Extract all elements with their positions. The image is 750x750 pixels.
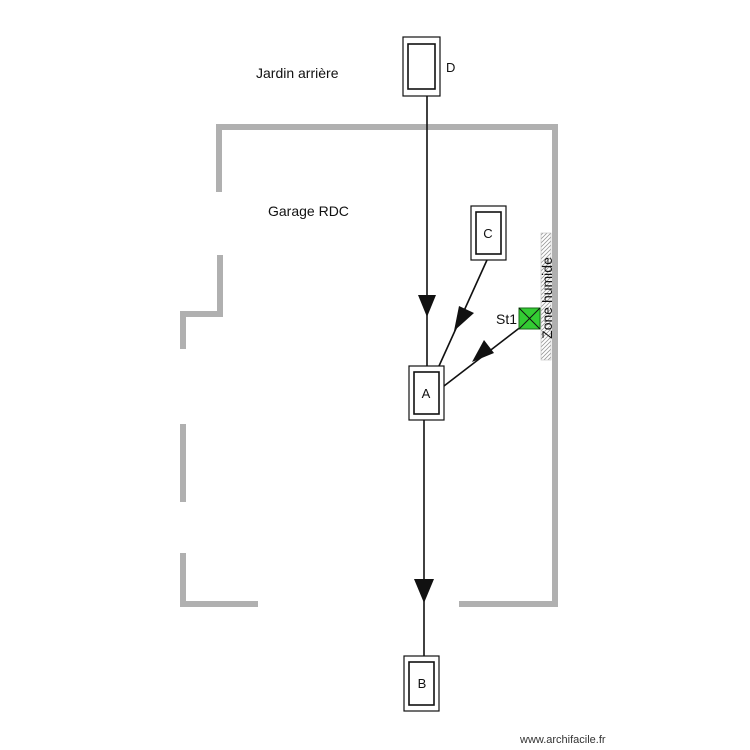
manhole-a[interactable]: A bbox=[408, 365, 445, 421]
wall-step-vertical bbox=[217, 255, 223, 317]
wall-step-horizontal bbox=[180, 311, 223, 317]
wall-right bbox=[552, 124, 558, 607]
green-crossed-square-icon[interactable] bbox=[518, 307, 541, 330]
watermark: www.archifacile.fr bbox=[519, 734, 606, 746]
manhole-a-inner bbox=[413, 371, 440, 415]
manhole-b[interactable]: B bbox=[403, 655, 440, 712]
manhole-b-label: B bbox=[418, 676, 427, 691]
manhole-c[interactable]: C bbox=[470, 205, 507, 261]
manhole-a-label: A bbox=[422, 386, 431, 401]
manhole-d[interactable]: D bbox=[402, 36, 455, 97]
wall-bottom-right bbox=[459, 601, 558, 607]
flow-arrow-d bbox=[418, 295, 436, 317]
flow-arrow-b bbox=[414, 579, 434, 603]
flow-arrow-st1 bbox=[472, 340, 494, 362]
wall-left-stub bbox=[180, 311, 186, 349]
manhole-c-label: C bbox=[483, 226, 492, 241]
humid-zone-hatch bbox=[540, 232, 552, 361]
garage-label: Garage RDC bbox=[268, 203, 349, 219]
wall-left-lower bbox=[180, 553, 186, 607]
wall-left-middle bbox=[180, 424, 186, 502]
manhole-d-label: D bbox=[446, 60, 455, 75]
station-cross-2 bbox=[518, 307, 541, 330]
manhole-d-inner bbox=[407, 43, 436, 90]
station-label: St1 bbox=[496, 311, 517, 327]
garden-label: Jardin arrière bbox=[256, 65, 339, 81]
wall-bottom-left bbox=[180, 601, 258, 607]
pipes bbox=[414, 96, 523, 656]
humid-zone-label: Zone humide bbox=[539, 257, 555, 339]
manhole-b-inner bbox=[408, 661, 435, 706]
wall-top bbox=[216, 124, 558, 130]
manhole-c-inner bbox=[475, 211, 502, 255]
garage-walls bbox=[180, 124, 558, 607]
wall-left-upper bbox=[216, 124, 222, 192]
flow-arrow-c bbox=[454, 306, 474, 331]
